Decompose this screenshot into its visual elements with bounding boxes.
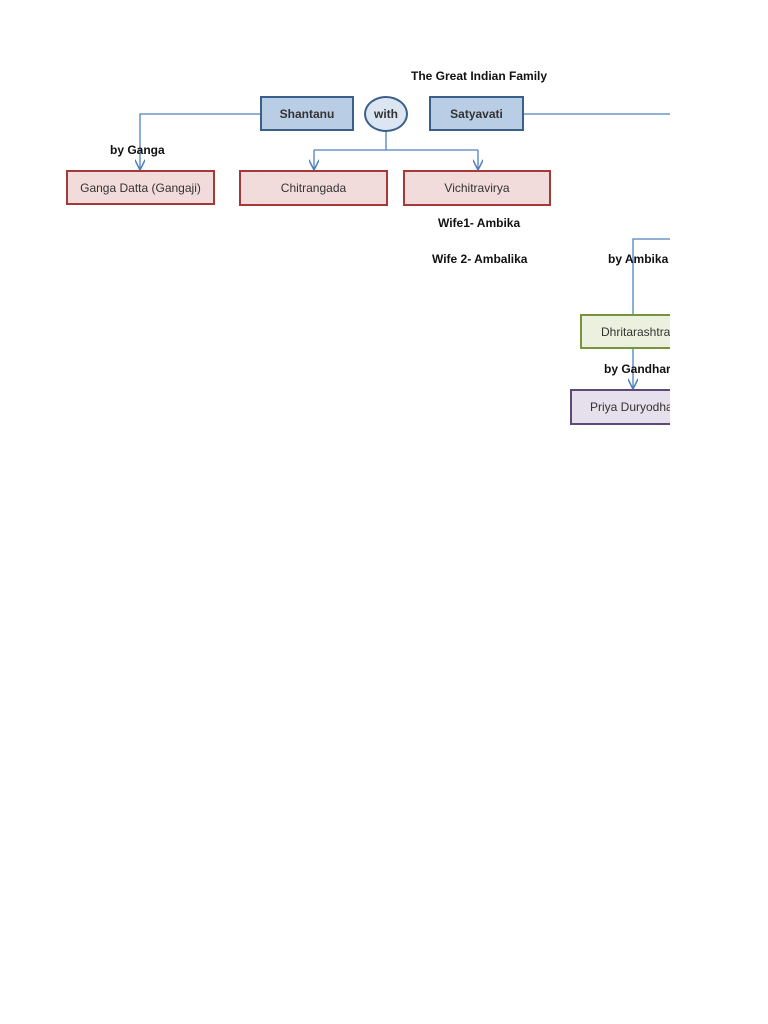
connector-shantanu-gangadatta [140,113,260,169]
node-chitrangada[interactable]: Chitrangada [239,170,388,206]
label-by-ganga: by Ganga [110,143,165,157]
node-satyavati[interactable]: Satyavati [429,96,524,131]
diagram-title: The Great Indian Family [411,69,548,83]
label-by-ambika: by Ambika [608,252,669,266]
node-with[interactable]: with [364,96,408,132]
connector-layer [0,113,670,1024]
label-by-gandhari: by Gandhari [604,362,670,376]
node-priya-duryodhana[interactable]: Priya Duryodhana [570,389,670,425]
connector-to-dhritarashtra [632,238,670,314]
diagram-viewport: The Great Indian Family Shantanu with Sa… [0,69,670,1024]
node-ganga-datta[interactable]: Ganga Datta (Gangaji) [66,170,215,205]
label-wife2: Wife 2- Ambalika [432,252,528,266]
label-wife1: Wife1- Ambika [438,216,521,230]
node-vichitravirya[interactable]: Vichitravirya [403,170,551,206]
node-shantanu[interactable]: Shantanu [260,96,354,131]
node-dhritarashtra[interactable]: Dhritarashtra [580,314,670,349]
